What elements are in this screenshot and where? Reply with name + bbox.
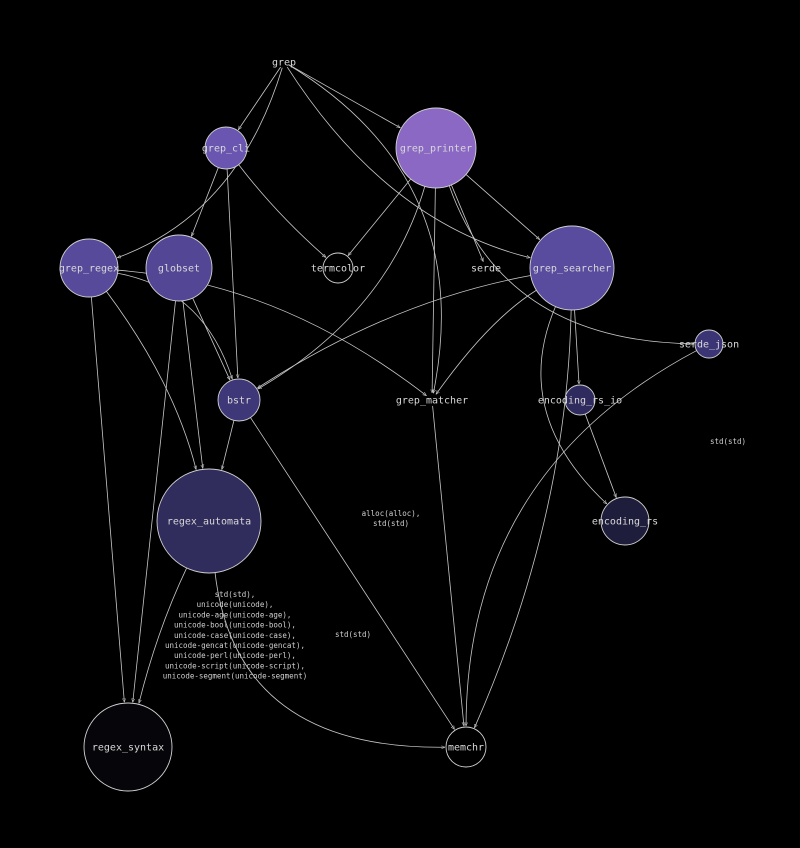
node-circle-grep_cli[interactable] [204, 126, 248, 170]
node-circle-grep_searcher[interactable] [529, 225, 615, 311]
node-circle-regex_syntax[interactable] [83, 702, 173, 792]
edge-label-regex_automata-to-regex_syntax: std(std),unicode(unicode),unicode-age(un… [163, 590, 308, 681]
node-circle-globset[interactable] [145, 234, 213, 302]
node-label-grep_cli: grep_cli [202, 144, 250, 155]
node-bstr[interactable]: bstr [217, 378, 261, 422]
node-regex_automata[interactable]: regex_automata [156, 468, 262, 574]
edge-grep_searcher-to-bstr [257, 275, 531, 389]
edge-globset-to-regex_syntax [133, 300, 176, 702]
node-label-grep_matcher: grep_matcher [396, 396, 468, 407]
node-label-serde: serde [471, 264, 501, 275]
node-termcolor[interactable]: termcolor [311, 252, 365, 284]
edge-grep_printer-to-termcolor [348, 178, 412, 256]
edge-grep_regex-to-regex_automata [106, 291, 196, 469]
nodes-layer: grep grep_cli grep_printer grep_regex globse… [59, 58, 739, 792]
node-grep_searcher[interactable]: grep_searcher [529, 225, 615, 311]
edge-encoding_rs_io-to-encoding_rs [584, 413, 616, 498]
node-serde_json[interactable]: serde_json [679, 329, 739, 359]
node-label-bstr: bstr [227, 396, 251, 407]
edge-grep_matcher-to-memchr [432, 405, 464, 726]
edge-bstr-to-memchr [250, 417, 455, 730]
edge-globset-to-bstr [192, 297, 231, 380]
node-serde[interactable]: serde [471, 264, 501, 275]
node-circle-bstr[interactable] [217, 378, 261, 422]
edge-grep-to-grep_regex [117, 67, 283, 258]
edge-serde_json-to-memchr [466, 350, 697, 726]
node-encoding_rs[interactable]: encoding_rs [592, 496, 658, 546]
node-label-memchr: memchr [448, 743, 484, 754]
node-label-regex_syntax: regex_syntax [92, 743, 164, 754]
node-circle-encoding_rs_io[interactable] [564, 384, 596, 416]
edge-grep_regex-to-regex_syntax [90, 296, 124, 702]
edge-grep-to-grep_cli [237, 66, 281, 130]
node-circle-memchr[interactable] [445, 726, 487, 768]
node-label-grep: grep [272, 58, 296, 69]
edge-grep_searcher-to-memchr [474, 309, 572, 728]
edge-label-regex_automata-to-memchr: std(std) [335, 630, 371, 639]
edge-grep_searcher-to-encoding_rs [540, 306, 607, 504]
edge-grep_printer-to-grep_matcher [432, 187, 436, 393]
node-circle-grep_regex[interactable] [59, 238, 119, 298]
node-label-grep_regex: grep_regex [59, 264, 119, 275]
node-circle-termcolor[interactable] [322, 252, 354, 284]
edge-grep-to-grep_searcher [286, 66, 530, 258]
node-label-globset: globset [158, 264, 200, 275]
edge-grep_printer-to-serde_json [448, 185, 694, 344]
node-grep_cli[interactable]: grep_cli [202, 126, 250, 170]
node-circle-grep_printer[interactable] [395, 107, 477, 189]
node-grep_printer[interactable]: grep_printer [395, 107, 477, 189]
edges-layer [90, 64, 697, 748]
edge-grep-to-grep_matcher [288, 64, 442, 393]
edge-grep_searcher-to-encoding_rs_io [574, 309, 579, 384]
node-circle-regex_automata[interactable] [156, 468, 262, 574]
edge-grep_printer-to-grep_searcher [465, 174, 540, 239]
edge-label-bstr-to-memchr: alloc(alloc),std(std) [362, 509, 421, 528]
node-encoding_rs_io[interactable]: encoding_rs_io [538, 384, 622, 416]
edge-bstr-to-regex_automata [222, 420, 235, 469]
node-regex_syntax[interactable]: regex_syntax [83, 702, 173, 792]
node-memchr[interactable]: memchr [445, 726, 487, 768]
edge-grep_searcher-to-grep_matcher [436, 289, 537, 394]
node-grep_matcher[interactable]: grep_matcher [396, 396, 468, 407]
edge-grep_printer-to-serde [451, 184, 484, 262]
node-circle-serde_json[interactable] [694, 329, 724, 359]
node-label-grep_searcher: grep_searcher [533, 264, 611, 275]
edge-regex_automata-to-memchr [214, 572, 445, 748]
node-label-serde_json: serde_json [679, 340, 739, 351]
edge-grep_cli-to-termcolor [238, 164, 326, 258]
edge-grep_cli-to-bstr [226, 168, 238, 378]
edge-globset-to-regex_automata [182, 300, 203, 469]
edge-grep_cli-to-globset [191, 167, 219, 237]
edge-grep_printer-to-bstr [258, 186, 426, 390]
node-label-termcolor: termcolor [311, 264, 365, 275]
edge-label-serde_json-to-memchr: std(std) [710, 437, 746, 446]
node-label-encoding_rs_io: encoding_rs_io [538, 396, 622, 407]
node-label-grep_printer: grep_printer [400, 144, 472, 155]
edge-grep-to-grep_printer [289, 64, 400, 129]
edge-regex_automata-to-regex_syntax [139, 567, 188, 703]
node-circle-encoding_rs[interactable] [600, 496, 650, 546]
node-grep[interactable]: grep [272, 58, 296, 69]
edge-grep_regex-to-bstr [117, 272, 233, 379]
node-grep_regex[interactable]: grep_regex [59, 238, 119, 298]
edge-labels-layer: std(std) alloc(alloc),std(std) std(std),un… [163, 437, 746, 681]
node-label-encoding_rs: encoding_rs [592, 517, 658, 528]
node-globset[interactable]: globset [145, 234, 213, 302]
node-label-regex_automata: regex_automata [167, 517, 251, 528]
